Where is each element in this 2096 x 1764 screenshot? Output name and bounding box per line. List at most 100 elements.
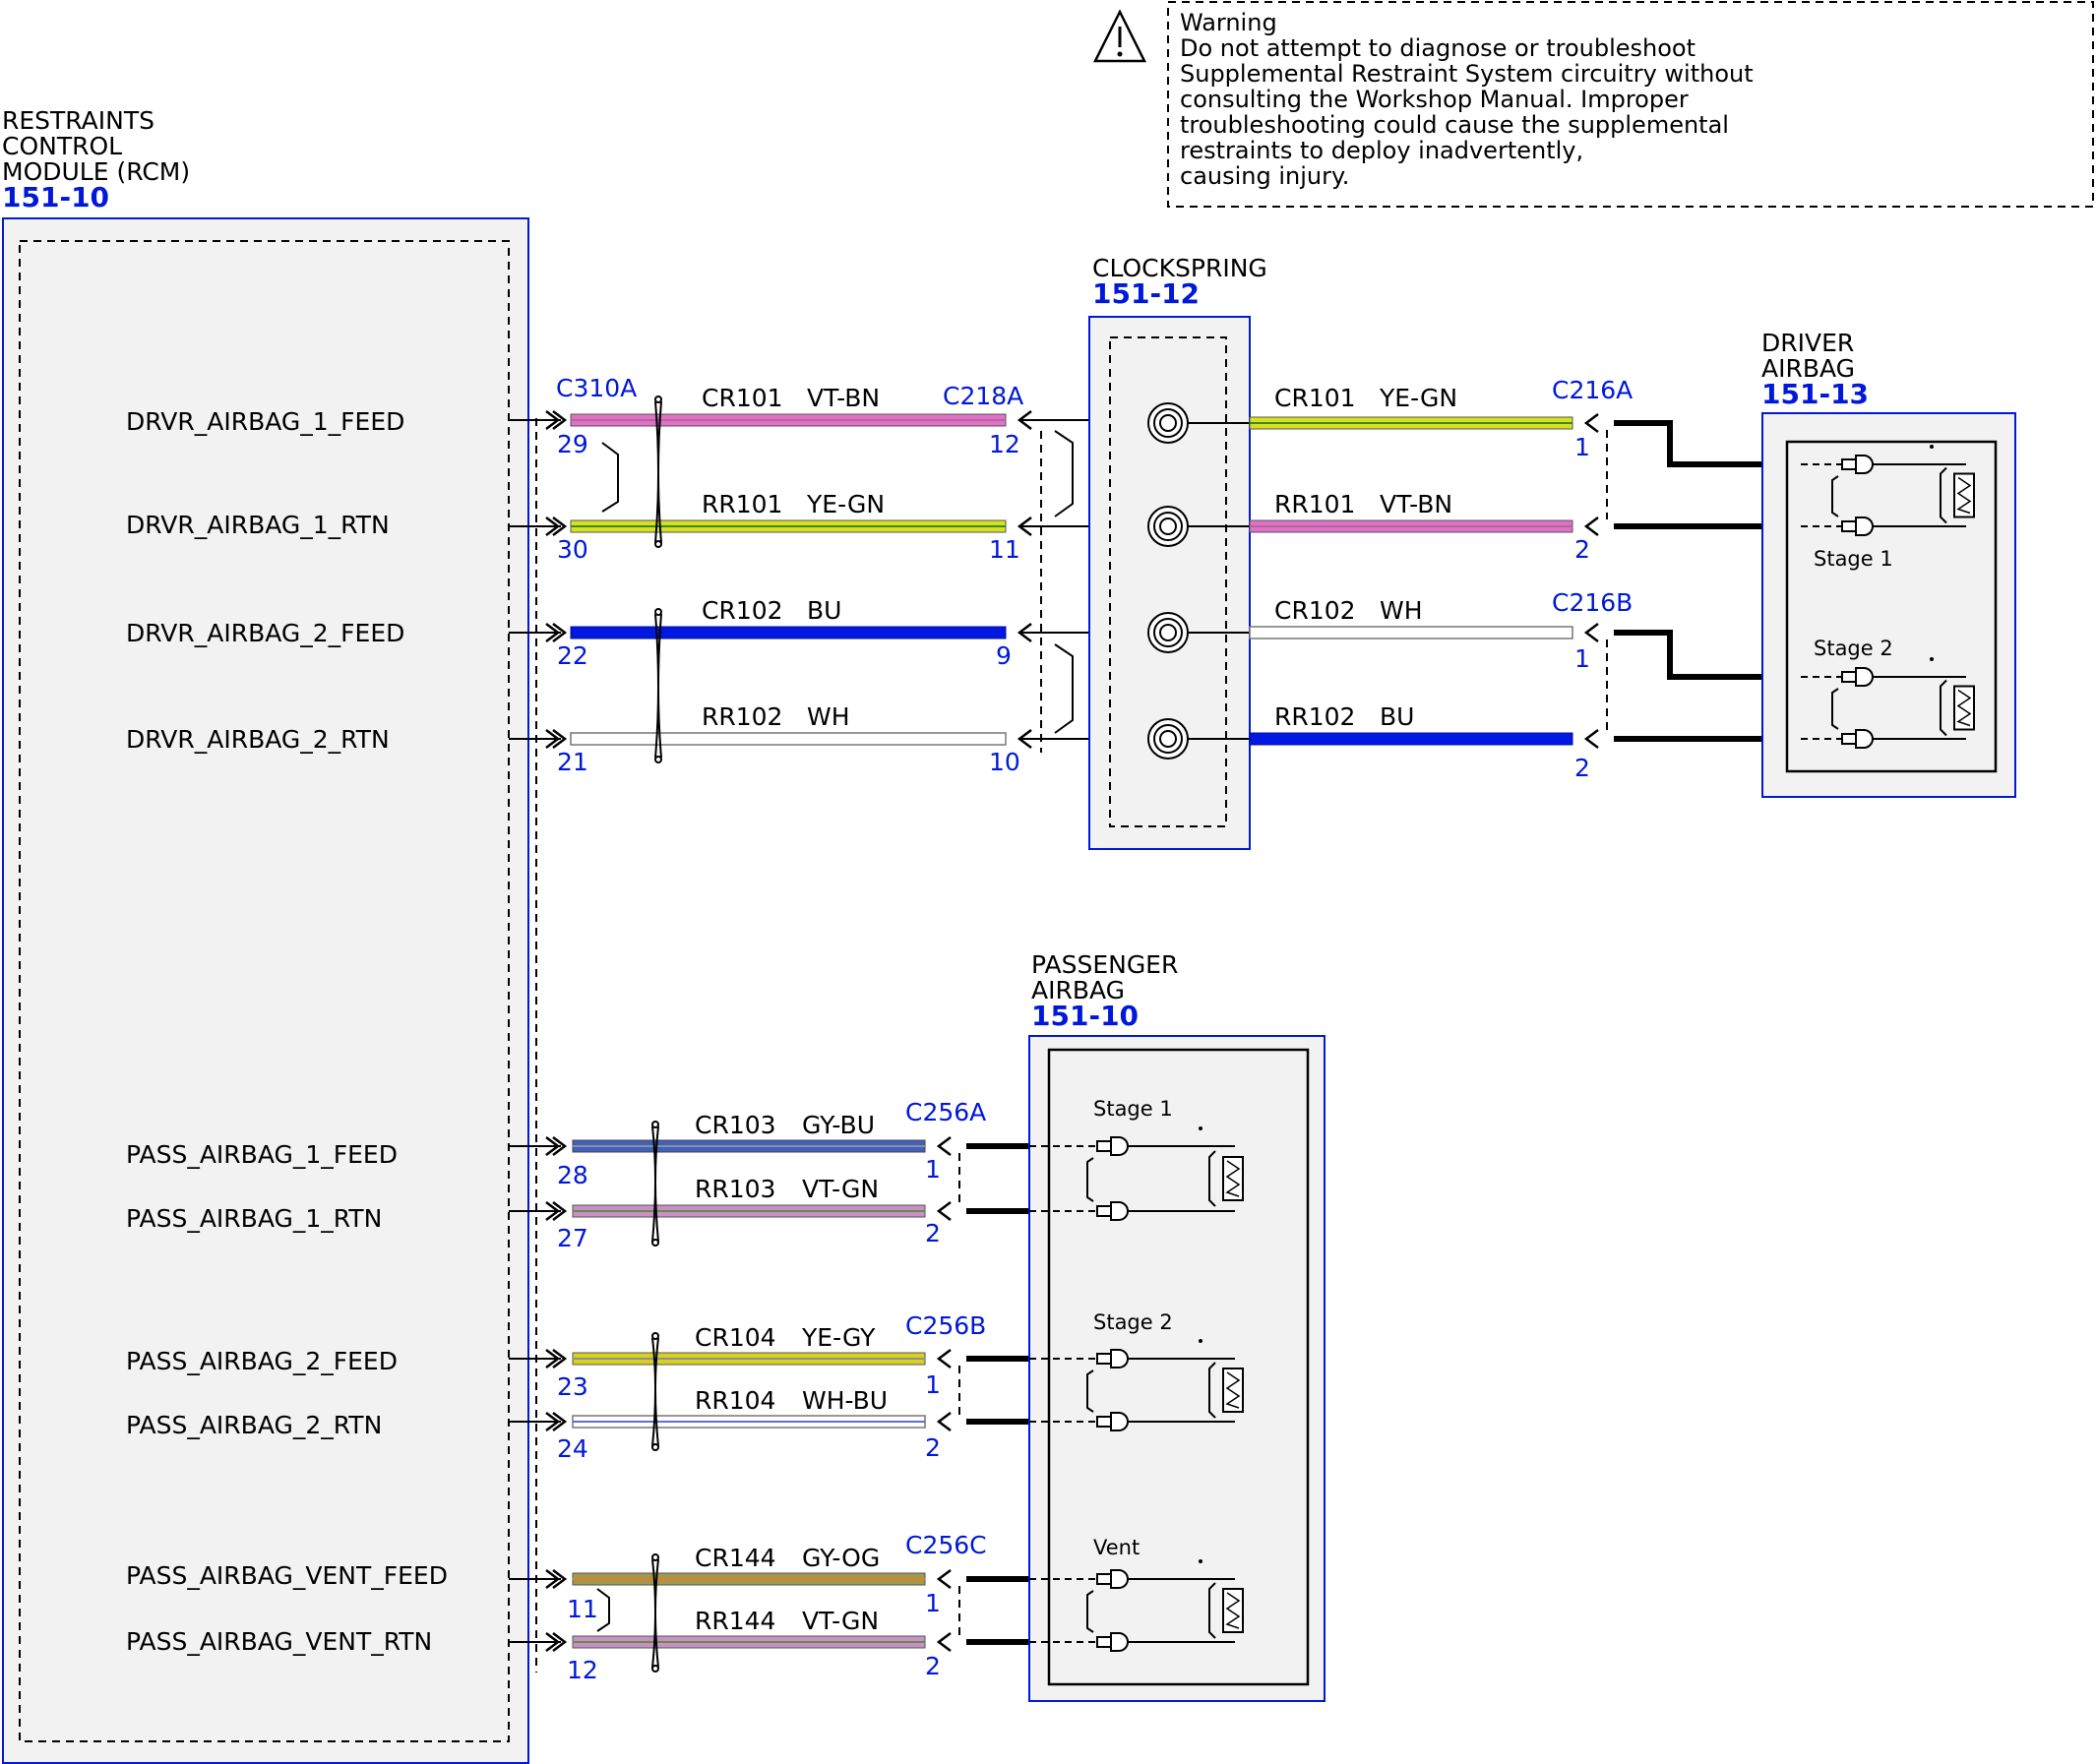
wire-label-color: WH (1380, 596, 1423, 625)
pin-number: 12 (989, 430, 1020, 458)
wire-label-circuit: CR101 (1274, 384, 1356, 412)
wire-label-color: WH (807, 702, 850, 731)
wire-label-color: VT-BN (1380, 490, 1452, 518)
pin-number: 1 (925, 1155, 941, 1184)
wire-label-color: VT-GN (802, 1175, 879, 1203)
driver-wires-right: C216A C216B CR101 YE-GN RR101 VT-BN CR10… (1249, 376, 1801, 782)
warning-panel: Warning Do not attempt to diagnose or tr… (1092, 1, 2094, 208)
pin-number: 2 (1574, 535, 1590, 564)
clockspring: CLOCKSPRING 151-12 (1088, 254, 1267, 850)
wire-label-color: YE-GN (1379, 384, 1457, 412)
squib-icon (1029, 1126, 1244, 1221)
passenger-airbag-ref: 151-10 (1031, 1000, 1139, 1032)
connector-c218a: C218A (943, 382, 1023, 410)
warning-line-3: Supplemental Restraint System circuitry … (1180, 60, 1754, 88)
wire-label-color: GY-BU (802, 1111, 875, 1139)
pin-number: 10 (989, 748, 1020, 776)
clockspring-ref: 151-12 (1092, 277, 1200, 310)
signal-drvr-airbag-1-feed: DRVR_AIRBAG_1_FEED (126, 407, 404, 436)
wire-label-circuit: CR102 (702, 596, 783, 625)
pin-number: 28 (557, 1161, 588, 1189)
warning-line-7: causing injury. (1180, 162, 1349, 190)
pin-number: 11 (567, 1595, 598, 1623)
passenger-vent-label: Vent (1093, 1536, 1140, 1559)
squib-icon (1029, 1339, 1244, 1431)
signal-pass-airbag-2-feed: PASS_AIRBAG_2_FEED (126, 1347, 398, 1375)
wire-label-circuit: RR101 (1274, 490, 1355, 518)
wire-label-circuit: RR144 (695, 1607, 775, 1635)
squib-icon (1029, 1559, 1244, 1652)
pin-number: 23 (557, 1372, 588, 1401)
driver-airbag-title-line-2: AIRBAG (1761, 354, 1855, 383)
wire-label-circuit: RR104 (695, 1386, 775, 1415)
pin-number: 1 (1574, 644, 1590, 673)
signal-pass-airbag-vent-feed: PASS_AIRBAG_VENT_FEED (126, 1561, 448, 1590)
passenger-stage-2-label: Stage 2 (1093, 1310, 1173, 1334)
pin-number: 1 (925, 1370, 941, 1399)
wire-label-circuit: CR144 (695, 1544, 776, 1572)
signal-pass-airbag-1-feed: PASS_AIRBAG_1_FEED (126, 1140, 398, 1169)
pin-number: 27 (557, 1224, 588, 1252)
passenger-airbag-title-line-1: PASSENGER (1031, 950, 1178, 979)
signal-drvr-airbag-2-rtn: DRVR_AIRBAG_2_RTN (126, 725, 390, 754)
passenger-wires: C256A C256B C256C CR103 GY-BU RR103 VT-G… (509, 1098, 1029, 1684)
driver-stage-1-label: Stage 1 (1814, 547, 1893, 571)
driver-stage-2-label: Stage 2 (1814, 637, 1893, 660)
driver-airbag: DRIVER AIRBAG 151-13 Stage 1 Stage 2 (1761, 329, 2016, 798)
pin-number: 22 (557, 641, 588, 670)
pin-number: 1 (925, 1589, 941, 1617)
connector-c216a: C216A (1552, 376, 1633, 404)
wire-cr102-bu (570, 626, 1007, 639)
wire-label-circuit: RR103 (695, 1175, 775, 1203)
squib-icon (1801, 445, 1975, 536)
rcm-ref: 151-10 (2, 181, 109, 213)
driver-airbag-title-line-1: DRIVER (1761, 329, 1854, 357)
signal-pass-airbag-2-rtn: PASS_AIRBAG_2_RTN (126, 1411, 382, 1439)
warning-line-6: restraints to deploy inadvertently, (1180, 137, 1583, 164)
wire-label-color: YE-GN (806, 490, 885, 518)
pin-number: 11 (989, 535, 1020, 564)
wire-label-color: WH-BU (802, 1386, 888, 1415)
pin-number: 2 (925, 1433, 941, 1462)
passenger-airbag: PASSENGER AIRBAG 151-10 Stage 1 Stage 2 … (1028, 950, 1325, 1702)
wire-label-circuit: RR101 (702, 490, 782, 518)
driver-wires-left: C310A C218A CR101 VT-BN RR101 YE-GN CR10… (509, 374, 1161, 776)
rcm-title-line-1: RESTRAINTS (2, 106, 154, 135)
rcm-module: RESTRAINTS CONTROL MODULE (RCM) 151-10 D… (2, 106, 529, 1764)
connector-c310a: C310A (556, 374, 637, 402)
rcm-title-line-2: CONTROL (2, 132, 122, 160)
pin-number: 29 (557, 430, 588, 458)
pin-number: 2 (1574, 754, 1590, 782)
driver-airbag-ref: 151-13 (1761, 378, 1869, 410)
connector-c256c: C256C (905, 1531, 987, 1559)
wire-label-color: YE-GY (801, 1323, 876, 1352)
connector-c256a: C256A (905, 1098, 986, 1126)
pin-number: 12 (567, 1656, 598, 1684)
squib-symbols (1029, 445, 1975, 1652)
wire-label-color: BU (1380, 702, 1414, 731)
wire-label-circuit: RR102 (702, 702, 782, 731)
clockspring-title: CLOCKSPRING (1092, 254, 1267, 282)
warning-line-5: troubleshooting could cause the suppleme… (1180, 111, 1729, 139)
wire-label-circuit: RR102 (1274, 702, 1355, 731)
pin-number: 30 (557, 535, 588, 564)
wire-label-color: BU (807, 596, 841, 625)
rcm-title-line-3: MODULE (RCM) (2, 157, 190, 186)
signal-pass-airbag-vent-rtn: PASS_AIRBAG_VENT_RTN (126, 1627, 432, 1656)
passenger-stage-1-label: Stage 1 (1093, 1097, 1173, 1121)
wire-label-circuit: CR102 (1274, 596, 1356, 625)
connector-c256b: C256B (905, 1311, 986, 1340)
pin-number: 9 (996, 641, 1012, 670)
wire-label-color: GY-OG (802, 1544, 880, 1572)
warning-line-2: Do not attempt to diagnose or troublesho… (1180, 34, 1695, 62)
signal-drvr-airbag-1-rtn: DRVR_AIRBAG_1_RTN (126, 511, 390, 539)
wire-label-circuit: CR101 (702, 384, 783, 412)
pin-number: 2 (925, 1652, 941, 1680)
warning-icon (1092, 9, 1147, 63)
pin-number: 2 (925, 1219, 941, 1247)
wire-label-color: VT-GN (802, 1607, 879, 1635)
pin-number: 24 (557, 1434, 588, 1463)
wire-label-color: VT-BN (807, 384, 880, 412)
squib-icon (1801, 657, 1975, 749)
